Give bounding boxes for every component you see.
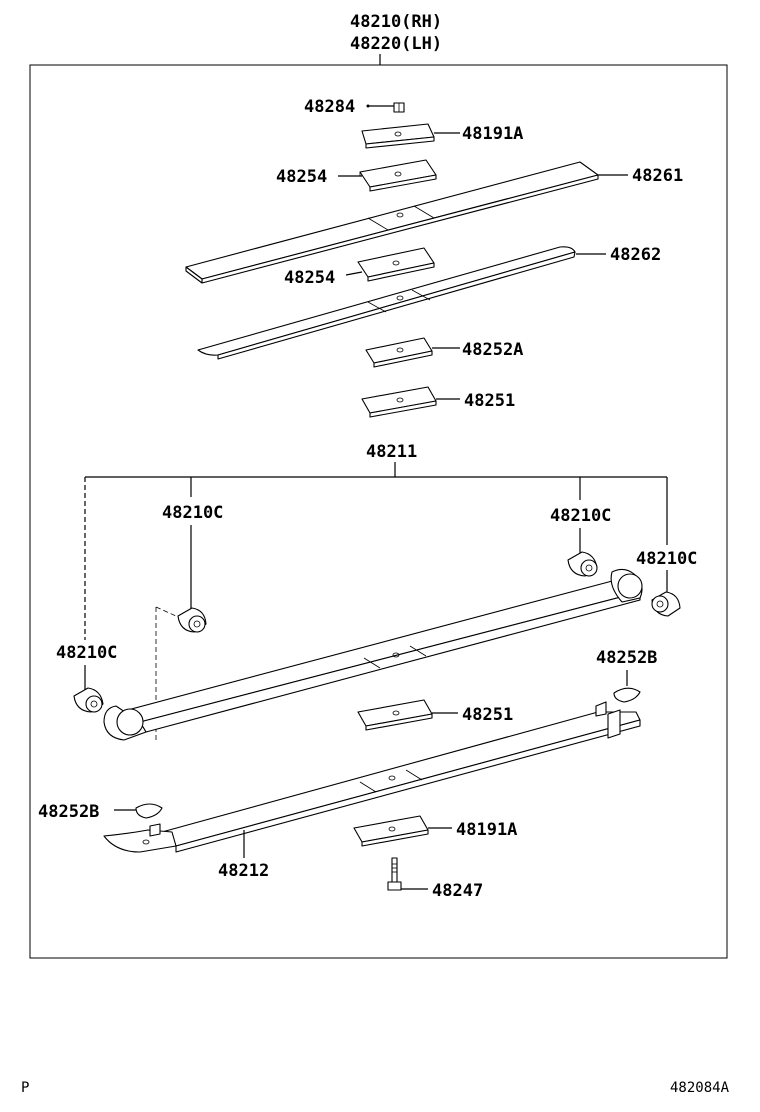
bushing-48210c-right	[651, 591, 681, 617]
diagram-frame	[29, 64, 728, 959]
label-48212: 48212	[218, 861, 269, 881]
label-48254-mid: 48254	[284, 268, 335, 288]
label-48247: 48247	[432, 881, 483, 901]
label-48284: 48284	[304, 97, 355, 117]
label-48191a-top: 48191A	[462, 124, 523, 144]
pad-48254-middle	[357, 247, 435, 282]
label-48252b-left: 48252B	[38, 802, 99, 822]
label-48211: 48211	[366, 442, 417, 462]
pad-48254-upper	[359, 159, 437, 192]
plate-48191a-top	[361, 123, 435, 149]
pad-48252a	[365, 337, 433, 368]
leaf-48262	[197, 246, 576, 360]
assembly-lh-label: 48220(LH)	[350, 34, 442, 54]
plate-48251-bottom	[357, 699, 433, 731]
label-48210c-left-upper: 48210C	[162, 503, 223, 523]
label-48251-bottom: 48251	[462, 705, 513, 725]
plate-48191a-bottom	[353, 815, 429, 847]
leader-48254-mid	[345, 271, 363, 276]
footer-right: 482084A	[670, 1080, 730, 1096]
footer-left: P	[21, 1080, 29, 1096]
label-48252b-right: 48252B	[596, 648, 657, 668]
bushing-48210c-left-upper	[177, 607, 207, 633]
label-48251-top: 48251	[464, 391, 515, 411]
label-48254-top: 48254	[276, 167, 327, 187]
label-48191a-bottom: 48191A	[456, 820, 517, 840]
label-48210c-left: 48210C	[56, 643, 117, 663]
label-48210c-right-upper: 48210C	[550, 506, 611, 526]
label-48262: 48262	[610, 245, 661, 265]
bushing-48210c-right-upper	[567, 551, 598, 577]
bushing-48210c-left	[73, 687, 104, 713]
bolt-48247	[387, 857, 402, 891]
label-48210c-right: 48210C	[636, 549, 697, 569]
assembly-rh-label: 48210(RH)	[350, 12, 442, 32]
plate-48251-top	[361, 386, 437, 418]
nut-48284	[393, 102, 405, 113]
lower-leaf-48212	[103, 701, 641, 853]
cap-48252b-right	[613, 687, 641, 703]
dashed-guide-left	[155, 606, 177, 740]
cap-48252b-left	[135, 803, 163, 819]
label-48252a: 48252A	[462, 340, 523, 360]
main-leaf-48211	[103, 568, 643, 741]
leader-48211-bracket	[84, 462, 668, 640]
label-48261: 48261	[632, 166, 683, 186]
leaf-48261	[185, 161, 599, 284]
